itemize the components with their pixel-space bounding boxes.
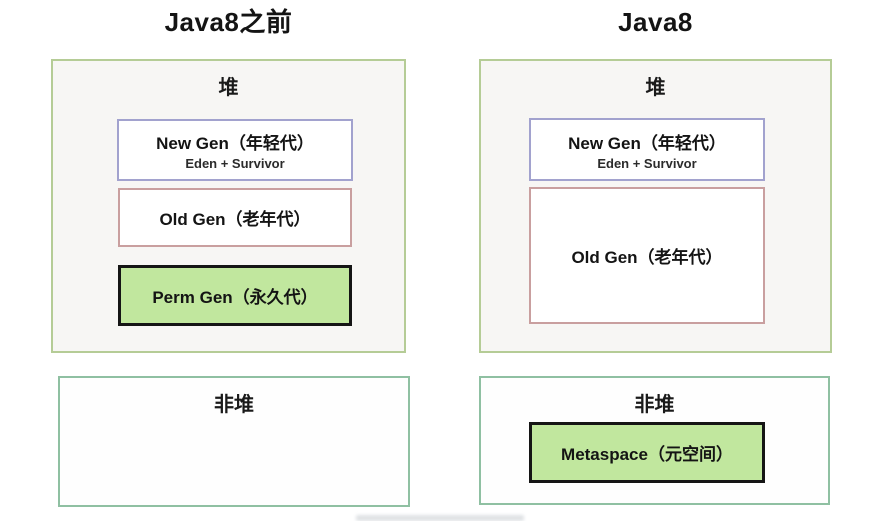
- perm-gen-label: Perm Gen（永久代）: [152, 288, 318, 307]
- heap-label: 堆: [218, 77, 239, 99]
- new-gen-sublabel: Eden + Survivor: [597, 155, 697, 171]
- cutoff-watermark-artifact: [356, 515, 524, 521]
- new-gen-label: New Gen（年轻代）: [568, 133, 726, 153]
- old-gen-label: Old Gen（老年代）: [159, 210, 311, 229]
- non-heap-label: 非堆: [214, 394, 254, 416]
- new-gen-label: New Gen（年轻代）: [156, 134, 314, 153]
- new-gen-box-java8: New Gen（年轻代） Eden + Survivor: [529, 118, 765, 181]
- metaspace-box: Metaspace（元空间）: [529, 422, 765, 483]
- perm-gen-box: Perm Gen（永久代）: [118, 265, 352, 326]
- heap-label: 堆: [645, 77, 666, 99]
- old-gen-box-java8: Old Gen（老年代）: [529, 187, 765, 324]
- new-gen-sublabel: Eden + Survivor: [185, 156, 285, 171]
- old-gen-box-before-java8: Old Gen（老年代）: [118, 188, 352, 247]
- panel-title-java8: Java8: [618, 7, 693, 37]
- non-heap-label: 非堆: [634, 394, 675, 416]
- panel-title-before-java8: Java8之前: [164, 7, 293, 37]
- non-heap-box-before-java8: 非堆: [58, 376, 410, 507]
- new-gen-box-before-java8: New Gen（年轻代） Eden + Survivor: [117, 119, 353, 181]
- old-gen-label: Old Gen（老年代）: [571, 248, 723, 267]
- metaspace-label: Metaspace（元空间）: [561, 445, 733, 464]
